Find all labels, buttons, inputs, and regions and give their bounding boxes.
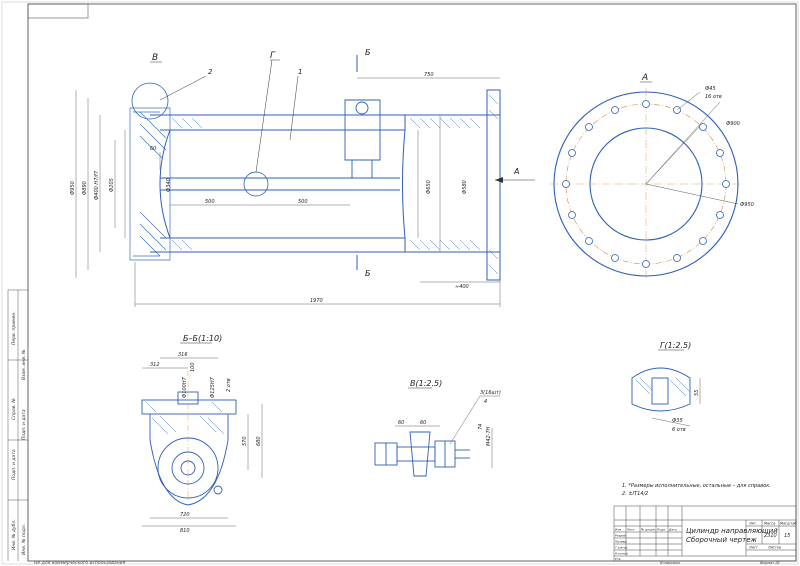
title-block [613, 505, 797, 562]
detail-g-hole [651, 377, 669, 405]
detail-g-label: Г(1:2.5) [660, 341, 691, 350]
title-block-scale: 15 [784, 533, 790, 539]
margin-label-1: Перв. примен. [11, 311, 17, 345]
title-block-prov: Провер. [615, 540, 628, 544]
title-block-row-sign: Подп. [657, 528, 666, 532]
title-block-format: Формат А1 [760, 561, 780, 565]
title-block-row-doc: № докум. [640, 528, 656, 532]
title-block-col-scale: Масштаб [780, 522, 797, 526]
bb-dim-100: 100 [190, 362, 196, 372]
title-block-sheets: Листов [767, 546, 781, 550]
dim-d580: Ф580 [462, 180, 468, 194]
dim-d890: Ф890 [82, 181, 88, 195]
view-a-outer-dia: Ф950 [740, 202, 754, 208]
callout-circle-g [243, 171, 269, 197]
title-block-row-list: Лист [626, 528, 635, 532]
title-block-row-date: Дата [668, 528, 677, 532]
detail-g-outline [631, 367, 691, 412]
bb-dim-312: 312 [150, 362, 160, 368]
margin-label-4: Инв. № дубл. [11, 519, 17, 550]
detail-v-dim-60a: 60 [398, 420, 404, 426]
detail-g-dim-dia: Ф35 [672, 418, 683, 424]
section-mark-b-bottom: Б [365, 269, 371, 278]
main-view: Б Б В Г 2 1 А [70, 48, 535, 307]
bb-dim-316: 316 [178, 352, 188, 358]
margin-label-2: Справ. № [11, 398, 17, 420]
bolt-holes [562, 100, 730, 268]
section-bb: Б–Б(1:10) 312 316 100 Ф100H7 Ф125 [141, 334, 263, 534]
dim-500b: 500 [298, 199, 308, 205]
bb-dim-holes: 2 отв [226, 378, 232, 392]
view-a: А Ф45 [550, 73, 754, 280]
title-block-subtitle: Сборочный чертеж [686, 536, 757, 544]
callout-label-g: Г [270, 51, 276, 61]
bb-dim-810: 810 [180, 528, 190, 534]
title-block-sheet: Лист [748, 546, 759, 550]
detail-g-dim-count: 6 отв [672, 427, 686, 433]
dim-d340: Ф340 [166, 178, 172, 192]
dim-d400: Ф400 Н7/f7 [94, 170, 100, 200]
bb-dim-d2: Ф125H7 [210, 376, 216, 398]
title-block-col-mass: Масса [764, 522, 775, 526]
title-block-tkontr: Т.контр. [615, 546, 628, 550]
title-block-row-izm: Изм [615, 528, 622, 532]
title-block-mass: 2310 [764, 533, 777, 539]
inner-frame [27, 3, 797, 562]
title-block-title: Цилиндр направляющий [686, 527, 778, 535]
title-block-nkontr: Н.контр. [615, 552, 628, 556]
leader-2: 2 [208, 68, 213, 76]
view-a-holes-count: 16 отв [705, 94, 722, 100]
view-arrow-a: А [513, 167, 519, 176]
note-2: 2. ±IT14/2 [622, 491, 648, 497]
dim-60: 60 [150, 146, 156, 152]
technical-notes: 1. *Размеры исполнительные, остальные – … [622, 483, 771, 497]
title-block-utv: Утв. [615, 557, 621, 561]
title-block-copied: Копировал [660, 561, 681, 565]
callout-circle-v [131, 82, 169, 120]
detail-v-dim-m42: М42-7Н [486, 426, 492, 446]
left-margin-strip: Перв. примен. Справ. № Подп. и дата Инв.… [7, 289, 28, 561]
dim-d950: Ф950 [70, 181, 76, 195]
detail-g: Г(1:2.5) 55 Ф35 6 отв [631, 341, 701, 433]
margin-label-6: Подп. и дата [21, 409, 27, 440]
dim-1970: 1970 [310, 298, 323, 304]
view-a-bolt-circle: Ф900 [726, 121, 740, 127]
title-block-col-lit: Лит. [748, 522, 757, 526]
section-bb-label: Б–Б(1:10) [183, 334, 222, 343]
dim-400: ≈400 [455, 284, 469, 290]
callout-label-v: В [152, 53, 158, 63]
bb-dim-680: 680 [256, 436, 262, 446]
title-block-razrab: Разраб. [615, 534, 627, 538]
dim-750: 750 [424, 72, 434, 78]
bb-dim-720: 720 [180, 512, 190, 518]
detail-v-item-3: 3(16шт) [480, 390, 501, 396]
bb-dim-d1: Ф100H7 [182, 376, 188, 398]
leader-1: 1 [298, 68, 302, 76]
dim-d650: Ф650 [426, 180, 432, 194]
bb-dim-570: 570 [242, 436, 248, 446]
detail-v-item-4: 4 [484, 399, 487, 405]
dim-500a: 500 [205, 199, 215, 205]
note-1: 1. *Размеры исполнительные, остальные – … [622, 483, 771, 489]
view-a-label: А [641, 73, 648, 83]
margin-label-3: Подп. и дата [11, 449, 17, 480]
dim-d205: Ф205 [109, 178, 115, 192]
top-left-box [27, 3, 89, 19]
detail-v-dim-74: 74 [478, 424, 484, 430]
margin-label-5: Взам. инв. № [21, 349, 27, 380]
bottom-margin-note: Не для коммерческого использования [34, 560, 126, 566]
section-mark-b-top: Б [365, 48, 371, 57]
detail-g-dim-55: 55 [694, 390, 700, 396]
margin-label-7: Инв. № подл. [21, 524, 27, 555]
view-a-holes-size: Ф45 [705, 86, 716, 92]
detail-v-dim-60b: 60 [420, 420, 426, 426]
detail-v-label: В(1:2.5) [410, 379, 442, 388]
detail-v: В(1:2.5) 60 60 М42-7Н 74 3(16шт) 4 [374, 379, 501, 477]
